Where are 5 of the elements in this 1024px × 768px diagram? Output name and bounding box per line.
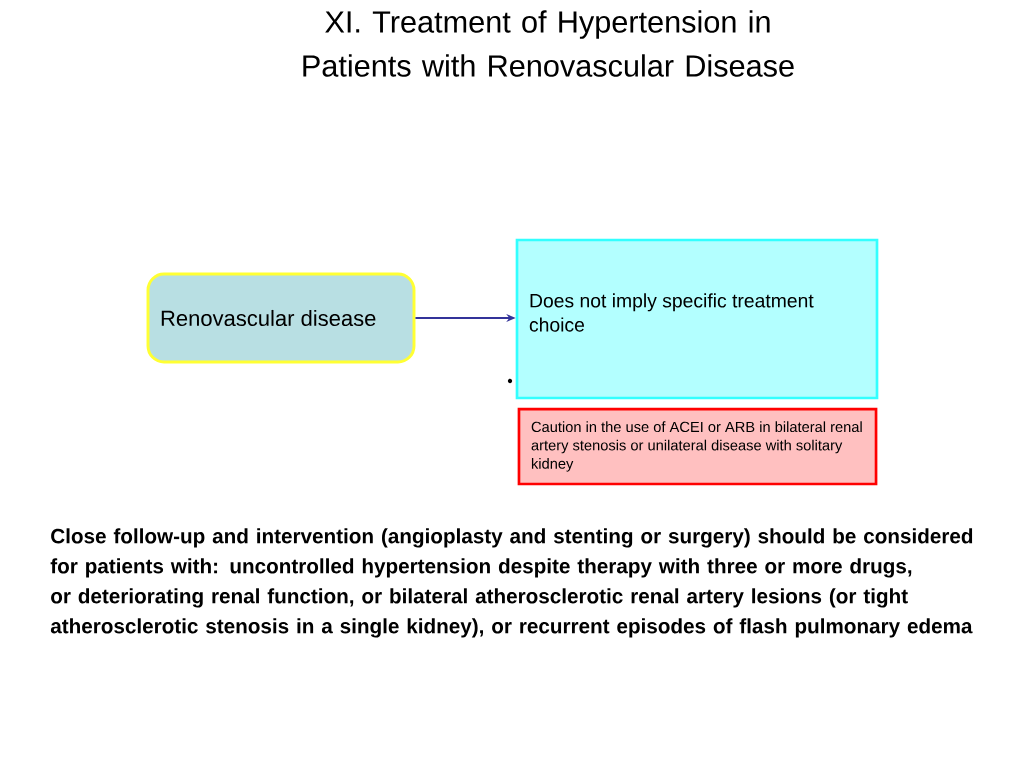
caution-box: Caution in the use of ACEI or ARB in bilateral renal artery stenosis or unilateral disease with solitary kidney [517,407,878,486]
text-box: Does not imply specific treatment choice [515,238,879,400]
note-paragraph: Close follow-up and intervention (angioplasty and stenting or surgery) should be considered for patients with: uncontrolled hypertension despite therapy with three or more drugs, or deteriorating renal function, or bilateral atherosclerotic renal artery lesions (or tight atherosclerotic stenosis in a single kidney), or recurrent episodes of flash pulmonary edema [50,528,973,638]
title: XI. Treatment of Hypertension in Patients with Renovascular Disease [303,10,794,77]
process-box: Renovascular disease [146,272,416,364]
